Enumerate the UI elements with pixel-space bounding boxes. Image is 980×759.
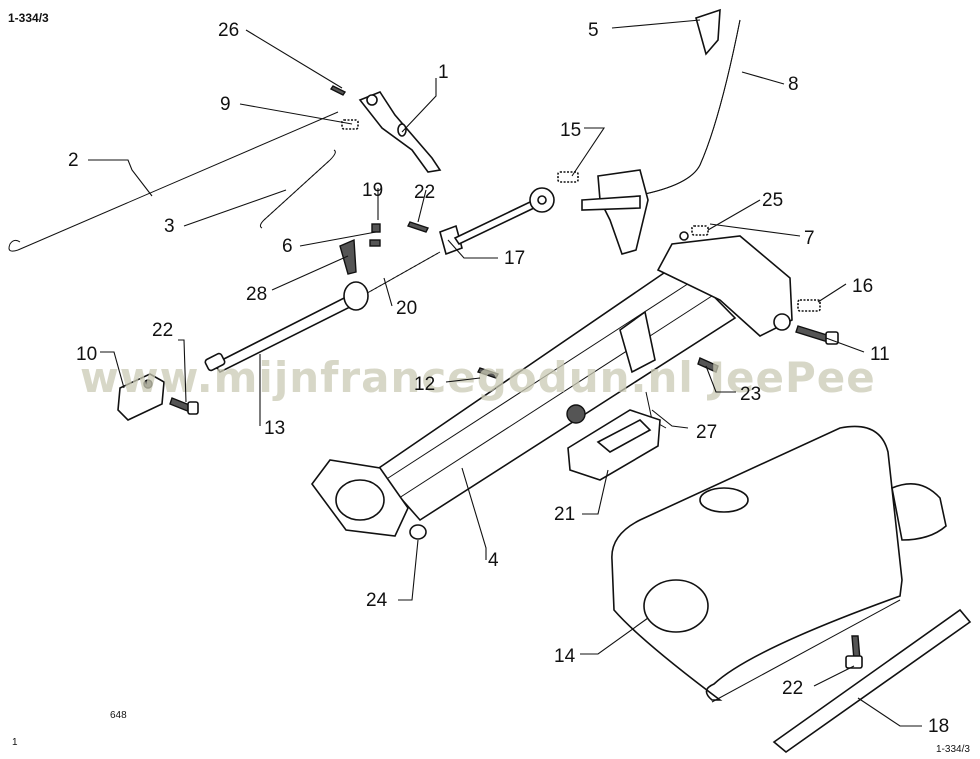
bolt-part-22-left bbox=[169, 397, 199, 415]
callout-20: 20 bbox=[396, 298, 417, 319]
callout-22-bottom: 22 bbox=[782, 678, 803, 699]
callout-23: 23 bbox=[740, 384, 761, 405]
spring-part-9 bbox=[341, 119, 359, 130]
reference-bottom-right: 1-334/3 bbox=[936, 744, 970, 755]
callout-2: 2 bbox=[68, 150, 79, 171]
callout-8: 8 bbox=[788, 74, 799, 95]
callout-labels: 26 1 9 2 3 5 8 15 25 7 16 11 23 19 22 6 … bbox=[68, 20, 949, 737]
bolt-part-23 bbox=[697, 357, 719, 373]
spring-part-15 bbox=[557, 171, 579, 183]
gasket-part-18 bbox=[772, 608, 972, 754]
callout-21: 21 bbox=[554, 504, 575, 525]
callout-27: 27 bbox=[696, 422, 717, 443]
callout-1: 1 bbox=[438, 62, 449, 83]
callout-19: 19 bbox=[362, 180, 383, 201]
callout-7: 7 bbox=[804, 228, 815, 249]
callout-16: 16 bbox=[852, 276, 873, 297]
callout-22-top: 22 bbox=[414, 182, 435, 203]
callout-10: 10 bbox=[76, 344, 97, 365]
callout-9: 9 bbox=[220, 94, 231, 115]
pin-part-12 bbox=[477, 367, 499, 379]
callout-3: 3 bbox=[164, 216, 175, 237]
callout-12: 12 bbox=[414, 374, 435, 395]
spring-part-20 bbox=[343, 251, 441, 311]
cover-part-14 bbox=[611, 425, 947, 703]
fasteners-upper bbox=[339, 221, 429, 275]
callout-24: 24 bbox=[366, 590, 388, 611]
rod-part-2 bbox=[8, 111, 339, 252]
bolt-part-22-lower bbox=[845, 635, 863, 669]
bolt-part-11 bbox=[795, 325, 839, 345]
lever-part-1 bbox=[358, 91, 442, 173]
spring-part-16 bbox=[797, 299, 821, 312]
watermark-text: www.mijnfrancegodun.nl JeePee bbox=[80, 353, 876, 402]
rod-part-13 bbox=[204, 293, 358, 374]
spring-part-3 bbox=[259, 149, 336, 229]
callout-28: 28 bbox=[246, 284, 267, 305]
figure-number: 648 bbox=[110, 710, 127, 721]
callout-14: 14 bbox=[554, 646, 576, 667]
clamp-part-17 bbox=[439, 187, 555, 256]
leader-lines bbox=[88, 19, 922, 727]
callout-13: 13 bbox=[264, 418, 285, 439]
callout-5: 5 bbox=[588, 20, 599, 41]
callout-11: 11 bbox=[870, 344, 890, 365]
bracket-part bbox=[581, 169, 649, 255]
callout-4: 4 bbox=[488, 550, 499, 571]
callout-17: 17 bbox=[504, 248, 525, 269]
callout-26: 26 bbox=[218, 20, 239, 41]
callout-6: 6 bbox=[282, 236, 293, 257]
callout-15: 15 bbox=[560, 120, 581, 141]
hand-lever-part-8 bbox=[639, 8, 741, 196]
tube-part-4 bbox=[311, 235, 793, 537]
callout-25: 25 bbox=[762, 190, 783, 211]
screw-part-26 bbox=[329, 85, 347, 96]
mount-part-21 bbox=[567, 409, 661, 481]
callout-18: 18 bbox=[928, 716, 949, 737]
small-parts-7-25 bbox=[679, 225, 709, 241]
clamp-block-part-10 bbox=[117, 373, 165, 421]
reference-top-left: 1-334/3 bbox=[8, 11, 49, 25]
nut-part-24 bbox=[409, 524, 427, 540]
callout-22-left: 22 bbox=[152, 320, 173, 341]
page-number: 1 bbox=[12, 737, 18, 748]
